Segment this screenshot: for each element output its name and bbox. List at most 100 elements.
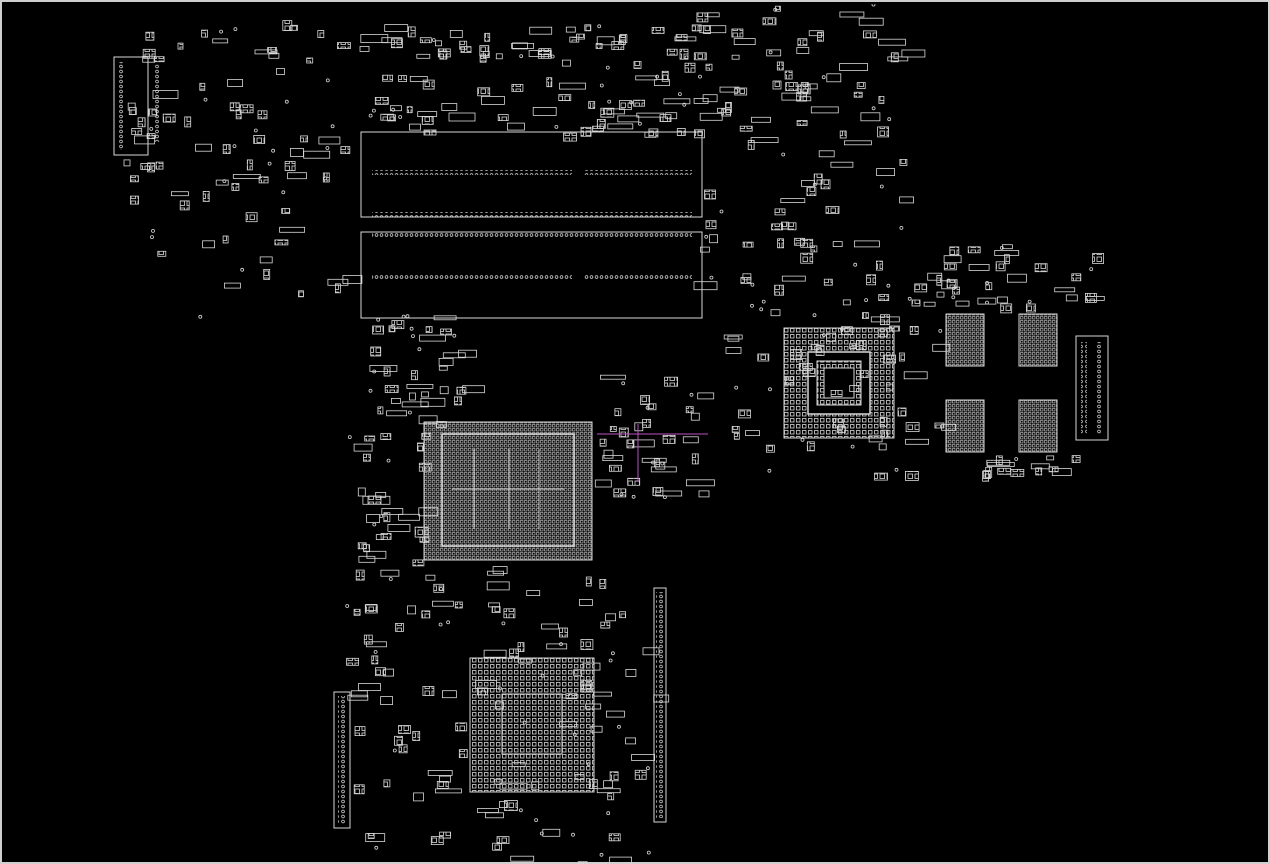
passive-component [199, 82, 206, 91]
passive-component [494, 701, 504, 710]
bottom-connector[interactable] [333, 587, 667, 829]
passive-component [419, 334, 447, 342]
passive-component [588, 779, 598, 789]
passive-component [914, 283, 928, 293]
passive-component [619, 492, 624, 497]
passive-component [597, 24, 602, 29]
passive-component [955, 300, 970, 307]
passive-component [759, 307, 764, 312]
passive-component [372, 522, 377, 527]
passive-component [1034, 263, 1048, 273]
passive-component [418, 415, 438, 425]
passive-component [890, 52, 899, 63]
passive-component [768, 387, 772, 392]
passive-component [1089, 267, 1094, 272]
passive-component [458, 349, 478, 358]
passive-component [832, 241, 843, 248]
passive-component [927, 272, 943, 281]
passive-component [823, 278, 833, 286]
passive-component [830, 161, 854, 168]
passive-component [433, 315, 457, 321]
passive-component [810, 106, 839, 114]
passive-component [559, 627, 568, 638]
passive-component [690, 412, 700, 421]
passive-component [268, 52, 280, 59]
passive-component [398, 725, 411, 734]
passive-component [503, 800, 518, 811]
passive-component [661, 70, 669, 82]
passive-component [810, 245, 818, 253]
passive-component [215, 179, 229, 186]
passive-component [871, 4, 876, 7]
passive-component [421, 391, 429, 398]
passive-component [949, 246, 960, 256]
passive-component [558, 94, 572, 101]
passive-component [379, 514, 384, 518]
passive-component [494, 778, 503, 785]
passive-component [608, 658, 613, 663]
passive-component [609, 425, 617, 432]
passive-component [800, 82, 809, 93]
passive-component [542, 828, 561, 837]
passive-component [546, 77, 553, 88]
passive-component [1035, 467, 1043, 476]
passive-component [574, 774, 585, 780]
passive-component [596, 788, 621, 794]
passive-component [394, 735, 403, 746]
passive-component [853, 262, 858, 267]
passive-component [994, 250, 1020, 256]
passive-component [787, 222, 797, 231]
passive-component [766, 49, 782, 57]
pch-bga[interactable] [469, 657, 595, 793]
passive-component [366, 514, 381, 523]
passive-component [606, 811, 611, 816]
passive-component [510, 855, 535, 862]
passive-component [491, 606, 501, 613]
passive-component [800, 437, 805, 442]
passive-component [757, 353, 770, 362]
passive-component [419, 37, 432, 44]
right-edge-connector[interactable] [1075, 335, 1109, 441]
passive-component [1092, 253, 1104, 264]
passive-component [596, 36, 615, 46]
passive-component [438, 622, 443, 627]
passive-component [384, 24, 409, 33]
memory-slot-top[interactable] [360, 131, 703, 218]
memory-slot-bottom[interactable] [360, 231, 703, 319]
passive-component [767, 468, 772, 473]
passive-component [437, 48, 451, 58]
passive-component [440, 328, 453, 336]
passive-component [618, 427, 629, 438]
passive-component [686, 479, 715, 487]
passive-component [366, 550, 387, 559]
passive-component [627, 477, 641, 486]
passive-component [506, 122, 525, 131]
passive-component [359, 46, 370, 52]
passive-component [903, 371, 928, 380]
passive-component [863, 30, 877, 39]
cpu-bga[interactable] [423, 421, 593, 561]
vram-chips[interactable] [945, 313, 1058, 453]
passive-component [608, 833, 621, 842]
passive-component [287, 172, 307, 180]
passive-component [766, 444, 775, 453]
left-edge-connector[interactable] [113, 56, 160, 156]
passive-component [550, 54, 555, 59]
passive-component [595, 43, 603, 49]
passive-component [777, 238, 784, 249]
passive-component [775, 5, 781, 12]
passive-component [813, 173, 823, 185]
passive-component [666, 48, 678, 56]
passive-component [487, 570, 505, 576]
passive-component [825, 205, 840, 214]
passive-component [705, 63, 713, 71]
passive-component [279, 226, 306, 233]
passive-component [607, 99, 612, 104]
passive-component [439, 831, 452, 839]
pcb-canvas[interactable] [4, 4, 1270, 864]
passive-component [212, 38, 229, 44]
passive-component [864, 298, 868, 303]
passive-component [246, 159, 253, 171]
passive-component [267, 161, 272, 166]
passive-component [284, 99, 289, 104]
